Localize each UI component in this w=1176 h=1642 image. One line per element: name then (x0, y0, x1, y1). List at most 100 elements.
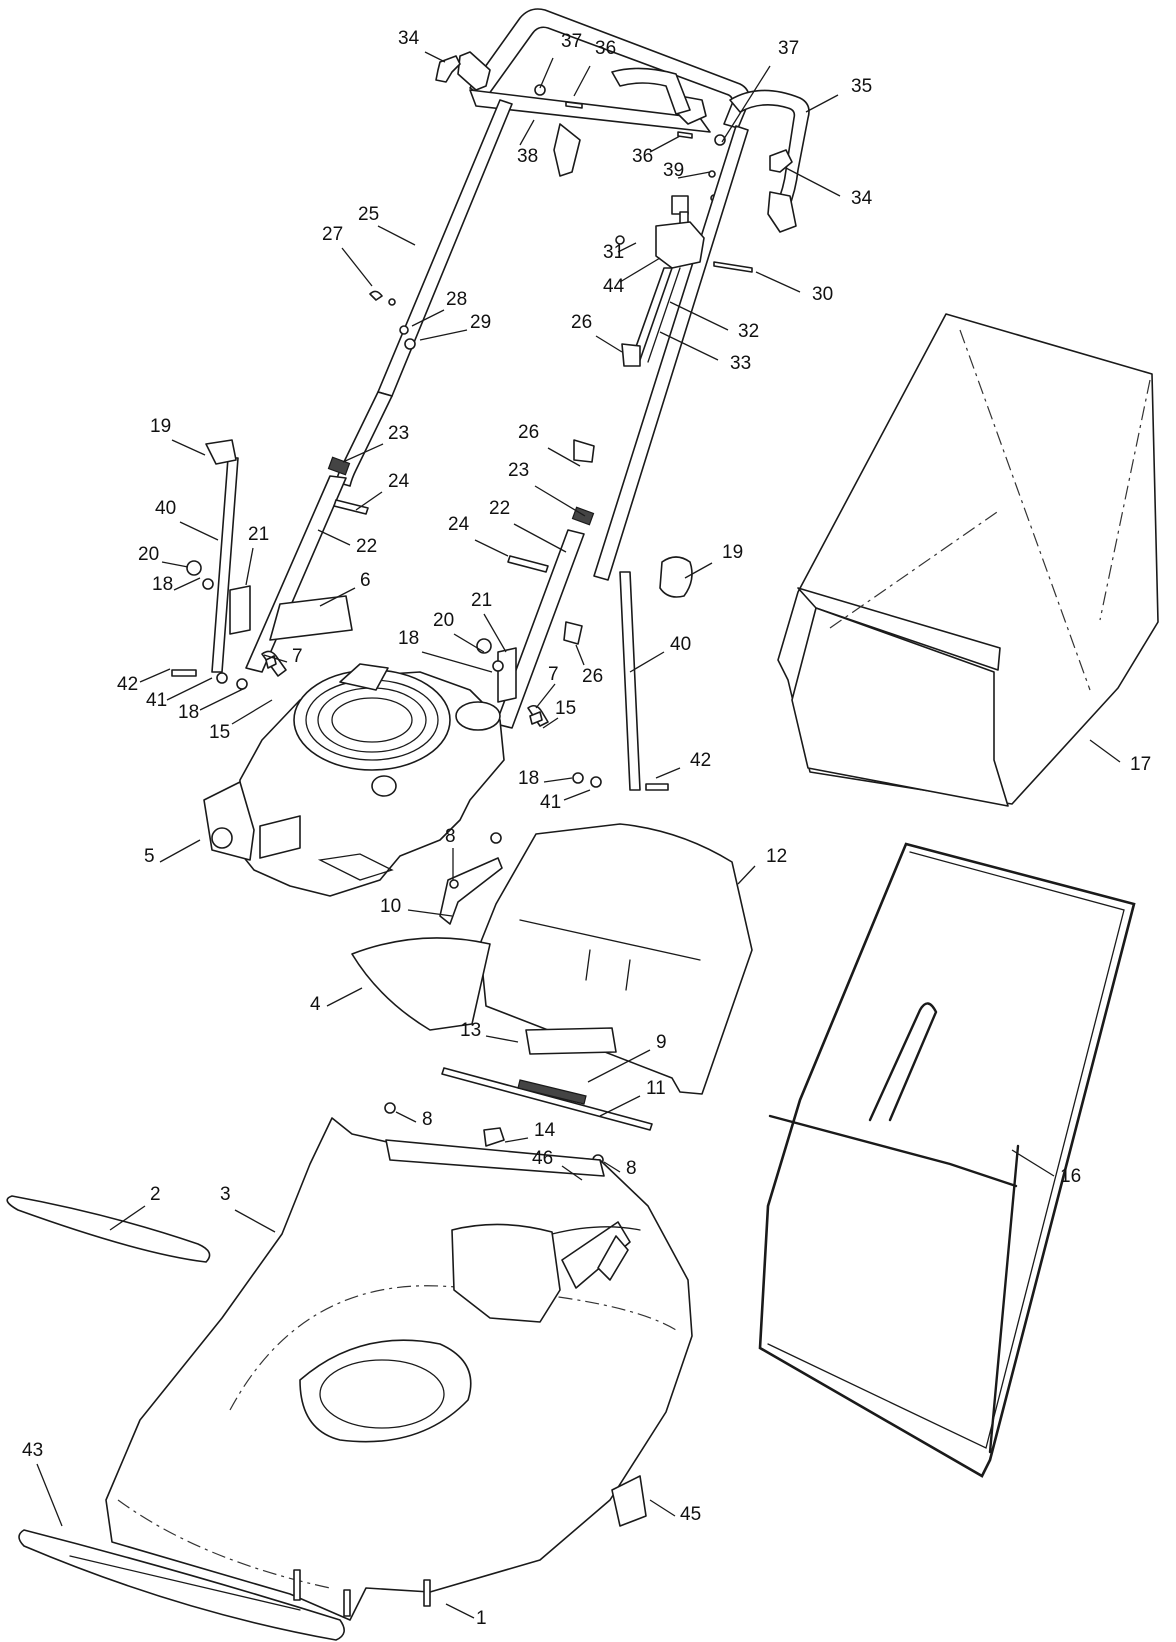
callout-c27: 27 (322, 224, 343, 245)
callout-c19b: 19 (722, 542, 743, 563)
leader-line-c36b (649, 135, 681, 153)
leader-line-c23a (342, 443, 384, 463)
callout-c14: 14 (534, 1120, 556, 1141)
callout-c46: 46 (532, 1148, 553, 1169)
callout-c7b: 7 (548, 664, 559, 685)
leader-line-c13 (485, 1035, 519, 1043)
leader-line-c26b (547, 447, 581, 467)
callout-c4: 4 (310, 994, 321, 1015)
callout-c5: 5 (144, 846, 155, 867)
callout-c45: 45 (680, 1504, 701, 1525)
callout-c32: 32 (738, 321, 759, 342)
decal-45 (611, 1475, 647, 1527)
callout-c40a: 40 (155, 498, 176, 519)
leader-line-c45 (649, 1499, 676, 1517)
leader-line-c25 (377, 225, 416, 246)
leader-line-c36a (573, 65, 591, 97)
callout-c34a: 34 (398, 28, 420, 49)
leader-line-c40b (629, 651, 665, 673)
leader-line-c23b (534, 485, 586, 517)
callout-c42a: 42 (117, 674, 138, 695)
leader-line-c42a (139, 668, 171, 683)
bracket-10 (439, 832, 503, 925)
leader-line-c7a (263, 654, 288, 663)
leader-line-c9 (587, 1049, 651, 1083)
leader-line-c24b (474, 539, 509, 557)
leader-line-c21b (483, 613, 507, 653)
callout-c19a: 19 (150, 416, 171, 437)
leader-line-c15a (542, 717, 559, 729)
callout-c8a: 8 (445, 826, 456, 847)
leader-line-c33 (659, 331, 719, 361)
callout-c26a: 26 (571, 312, 592, 333)
callout-c6: 6 (360, 570, 371, 591)
leader-line-c46 (561, 1165, 583, 1181)
callout-c24a: 24 (388, 471, 410, 492)
callout-c26b: 26 (518, 422, 539, 443)
engine (203, 663, 505, 897)
leader-line-c2 (109, 1205, 146, 1231)
leader-line-c15b (231, 699, 273, 725)
leader-line-c22a (317, 529, 351, 546)
rod-and-spring (441, 1067, 653, 1131)
leader-line-c17 (1089, 739, 1121, 763)
leader-line-c14 (504, 1137, 529, 1143)
leader-line-c37a (539, 57, 554, 89)
leader-line-c31 (617, 242, 637, 253)
leader-line-c19b (684, 562, 713, 579)
callout-c18c: 18 (178, 702, 199, 723)
callout-c31: 31 (603, 242, 624, 263)
callout-c41a: 41 (146, 690, 167, 711)
callout-c34b: 34 (851, 188, 873, 209)
callout-c11: 11 (646, 1078, 666, 1099)
callout-c22b: 22 (489, 498, 510, 519)
leader-line-c18d (543, 777, 573, 783)
leader-line-c38 (519, 119, 535, 146)
callout-c21b: 21 (471, 590, 492, 611)
leader-line-c16 (1011, 1149, 1055, 1177)
callout-c42b: 42 (690, 750, 711, 771)
leader-line-c34b (785, 167, 841, 197)
callout-c18b: 18 (398, 628, 419, 649)
leader-line-c32 (669, 301, 729, 331)
leader-line-c22b (513, 523, 567, 553)
callout-c1: 1 (476, 1608, 487, 1629)
callout-c44: 44 (603, 276, 625, 297)
leader-line-c26a (595, 335, 623, 353)
leader-line-c20b (453, 633, 485, 653)
callout-c39: 39 (663, 160, 684, 181)
leader-line-c41b (563, 789, 591, 801)
leader-line-c42b (655, 767, 681, 779)
leader-line-c37b (721, 65, 771, 143)
callout-c35: 35 (851, 76, 872, 97)
clip-14 (483, 1127, 505, 1147)
leader-line-c8b (395, 1111, 417, 1123)
callout-c8c: 8 (626, 1158, 637, 1179)
callout-c17: 17 (1130, 754, 1151, 775)
callout-c12: 12 (766, 846, 787, 867)
deflector-4 (351, 937, 491, 1031)
callout-c15a: 15 (555, 698, 576, 719)
leader-line-c3 (234, 1209, 276, 1233)
decal-13 (525, 1027, 617, 1055)
bolts-1 (293, 1569, 431, 1617)
callout-c20b: 20 (433, 610, 454, 631)
callout-c43: 43 (22, 1440, 43, 1461)
leader-line-c28 (411, 309, 445, 327)
leader-line-c10 (407, 909, 453, 917)
callout-c13: 13 (460, 1020, 481, 1041)
leader-line-c39 (677, 171, 711, 179)
screw-8b (384, 1102, 396, 1114)
leader-line-c6 (319, 587, 356, 607)
callout-c29: 29 (470, 312, 491, 333)
leader-line-c43 (36, 1463, 63, 1527)
front-trim-43 (18, 1529, 345, 1641)
leader-line-c40a (179, 521, 219, 541)
bag-frame-16 (758, 842, 1136, 1478)
leader-line-c18c (199, 687, 246, 711)
callout-c10: 10 (380, 896, 401, 917)
leader-line-c1 (445, 1603, 475, 1619)
callout-c30: 30 (812, 284, 833, 305)
leader-line-c26c (575, 644, 585, 666)
